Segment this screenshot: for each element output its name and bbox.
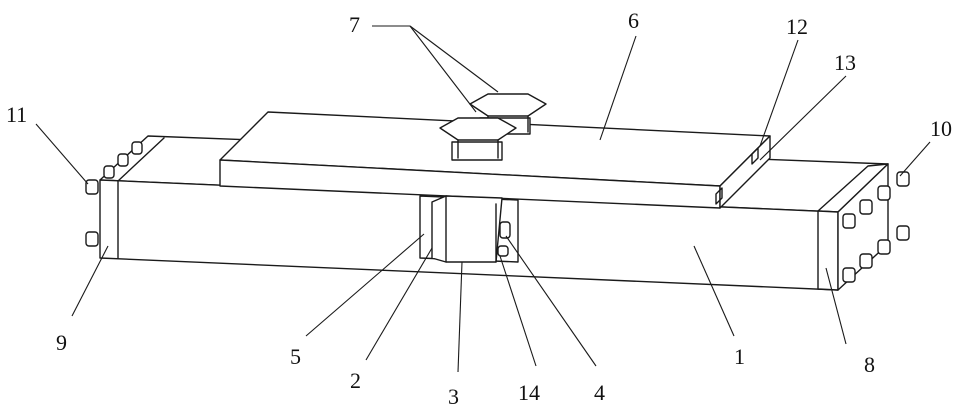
- label-2: 2: [350, 368, 361, 393]
- label-6: 6: [628, 8, 639, 33]
- label-5: 5: [290, 344, 301, 369]
- label-4: 4: [594, 380, 605, 405]
- label-12: 12: [786, 14, 808, 39]
- label-10: 10: [930, 116, 952, 141]
- label-9: 9: [56, 330, 67, 355]
- label-3: 3: [448, 384, 459, 409]
- label-7: 7: [349, 12, 360, 37]
- label-13: 13: [834, 50, 856, 75]
- label-1: 1: [734, 344, 745, 369]
- label-14: 14: [518, 380, 540, 405]
- label-8: 8: [864, 352, 875, 377]
- label-11: 11: [6, 102, 27, 127]
- wedge-assembly: [420, 196, 518, 262]
